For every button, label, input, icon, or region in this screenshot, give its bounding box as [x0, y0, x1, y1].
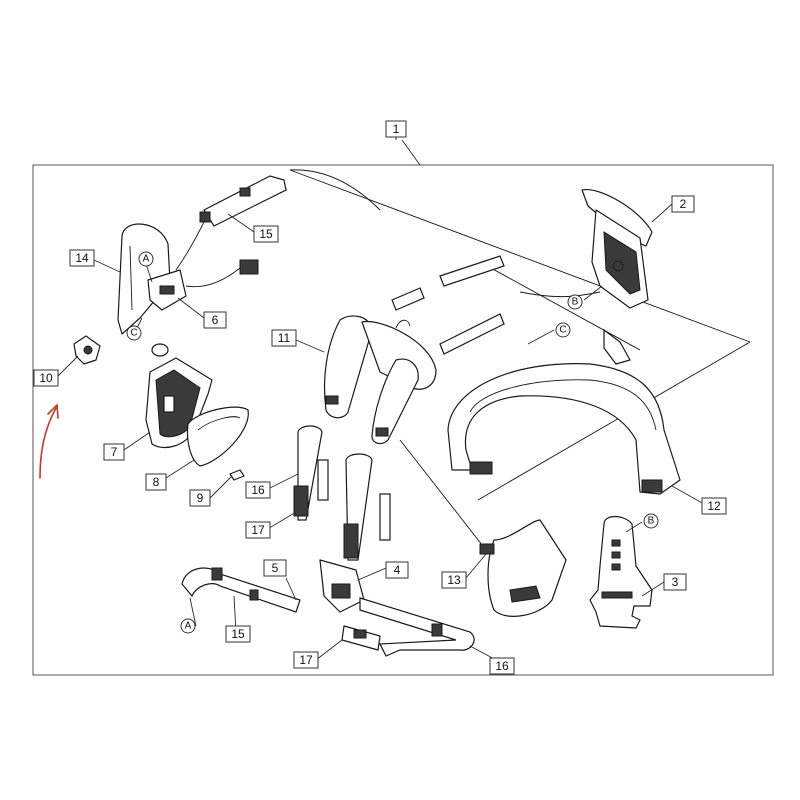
svg-text:5: 5 [272, 561, 279, 575]
callout-16-bottom: 16 [489, 657, 515, 675]
part-17-buckle-lower [341, 625, 381, 651]
part-7-back-plate [145, 343, 213, 449]
ref-A-lower: A [180, 618, 196, 634]
part-4-center-buckle [319, 559, 365, 613]
part-3-frame-plate [589, 515, 653, 629]
svg-text:8: 8 [153, 475, 160, 489]
callout-3: 3 [663, 573, 687, 591]
svg-text:11: 11 [278, 331, 291, 345]
connection-lines [289, 169, 601, 298]
callout-1: 1 [385, 120, 407, 138]
callout-17-bottom: 17 [293, 651, 319, 669]
ref-C-right: C [555, 322, 571, 338]
svg-text:15: 15 [231, 627, 245, 641]
svg-text:1: 1 [393, 122, 400, 136]
callout-7: 7 [103, 443, 125, 461]
part-12-hip-belt [447, 328, 681, 495]
callout-11: 11 [271, 329, 297, 347]
svg-text:2: 2 [680, 197, 687, 211]
assembly-outline [289, 137, 751, 501]
svg-text:9: 9 [197, 491, 204, 505]
ref-C-left: C [126, 325, 142, 341]
svg-text:B: B [572, 297, 579, 308]
callout-2: 2 [671, 195, 695, 213]
callout-6: 6 [203, 311, 227, 329]
svg-text:13: 13 [447, 573, 461, 587]
callout-15-top: 15 [253, 225, 279, 243]
part-8-pad [186, 406, 249, 467]
svg-text:16: 16 [495, 659, 509, 673]
callout-13: 13 [441, 571, 467, 589]
svg-text:A: A [185, 621, 192, 632]
svg-text:17: 17 [299, 653, 313, 667]
part-15-strap-top [199, 175, 287, 227]
svg-text:B: B [648, 516, 655, 527]
callout-16-middle: 16 [245, 481, 271, 499]
svg-text:16: 16 [251, 483, 265, 497]
diagram-frame [32, 164, 774, 676]
svg-text:4: 4 [394, 563, 401, 577]
part-16-strap-lower [359, 597, 475, 657]
ref-A-upper: A [138, 251, 154, 267]
part-13-hip-pad [399, 439, 567, 617]
svg-text:C: C [559, 325, 566, 336]
svg-text:C: C [130, 328, 137, 339]
callout-5: 5 [263, 559, 287, 577]
part-9-screw [229, 469, 245, 481]
part-17-buckle-vertical [293, 485, 359, 559]
ref-B-upper: B [567, 294, 583, 310]
svg-text:17: 17 [251, 523, 265, 537]
callout-12: 12 [701, 497, 727, 515]
part-11-shoulder-harness [323, 315, 437, 445]
svg-text:6: 6 [212, 313, 219, 327]
upper-straps [391, 255, 505, 355]
svg-text:12: 12 [707, 499, 721, 513]
callout-14: 14 [69, 249, 95, 267]
annotation-arrow [39, 403, 59, 479]
callout-8: 8 [145, 473, 167, 491]
svg-text:14: 14 [75, 251, 89, 265]
svg-text:10: 10 [39, 371, 53, 385]
part-14-shoulder-pad [117, 223, 171, 335]
part-2-back-panel [581, 189, 653, 309]
callout-9: 9 [189, 489, 211, 507]
callout-4: 4 [385, 561, 409, 579]
svg-text:7: 7 [111, 445, 118, 459]
svg-text:3: 3 [672, 575, 679, 589]
callout-15-bottom: 15 [225, 625, 251, 643]
callout-17-middle: 17 [245, 521, 271, 539]
part-10-hook [73, 335, 101, 365]
callout-10: 10 [33, 369, 59, 387]
ref-B-lower: B [643, 513, 659, 529]
svg-text:A: A [143, 254, 150, 265]
part-15-strap-lower [181, 567, 301, 613]
svg-text:15: 15 [259, 227, 273, 241]
